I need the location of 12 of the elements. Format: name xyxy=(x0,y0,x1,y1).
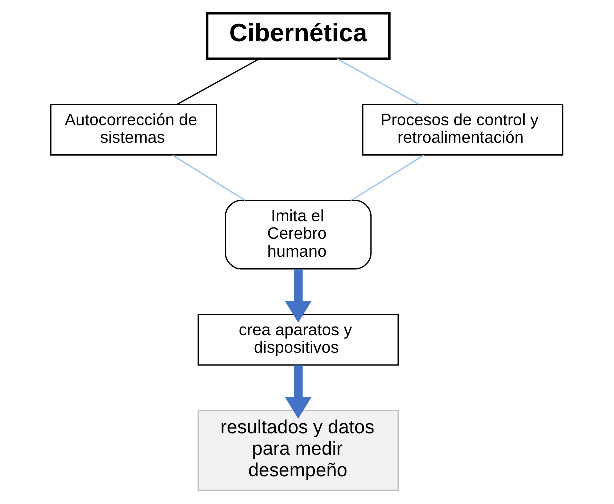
arrow xyxy=(285,366,312,419)
node-box: Procesos de control y retroalimentación xyxy=(362,104,564,156)
connector xyxy=(337,58,420,105)
node-box: Imita el Cerebro humano xyxy=(225,200,372,270)
arrow xyxy=(285,269,312,323)
connector xyxy=(178,58,260,105)
node-box: resultados y datos para medir desempeño xyxy=(198,410,400,492)
node-box: crea aparatos y dispositivos xyxy=(198,314,400,366)
node-box: Cibernética xyxy=(206,12,391,60)
node-box: Autocorrección de sistemas xyxy=(50,104,218,156)
connector xyxy=(172,154,246,202)
connector xyxy=(351,154,424,202)
